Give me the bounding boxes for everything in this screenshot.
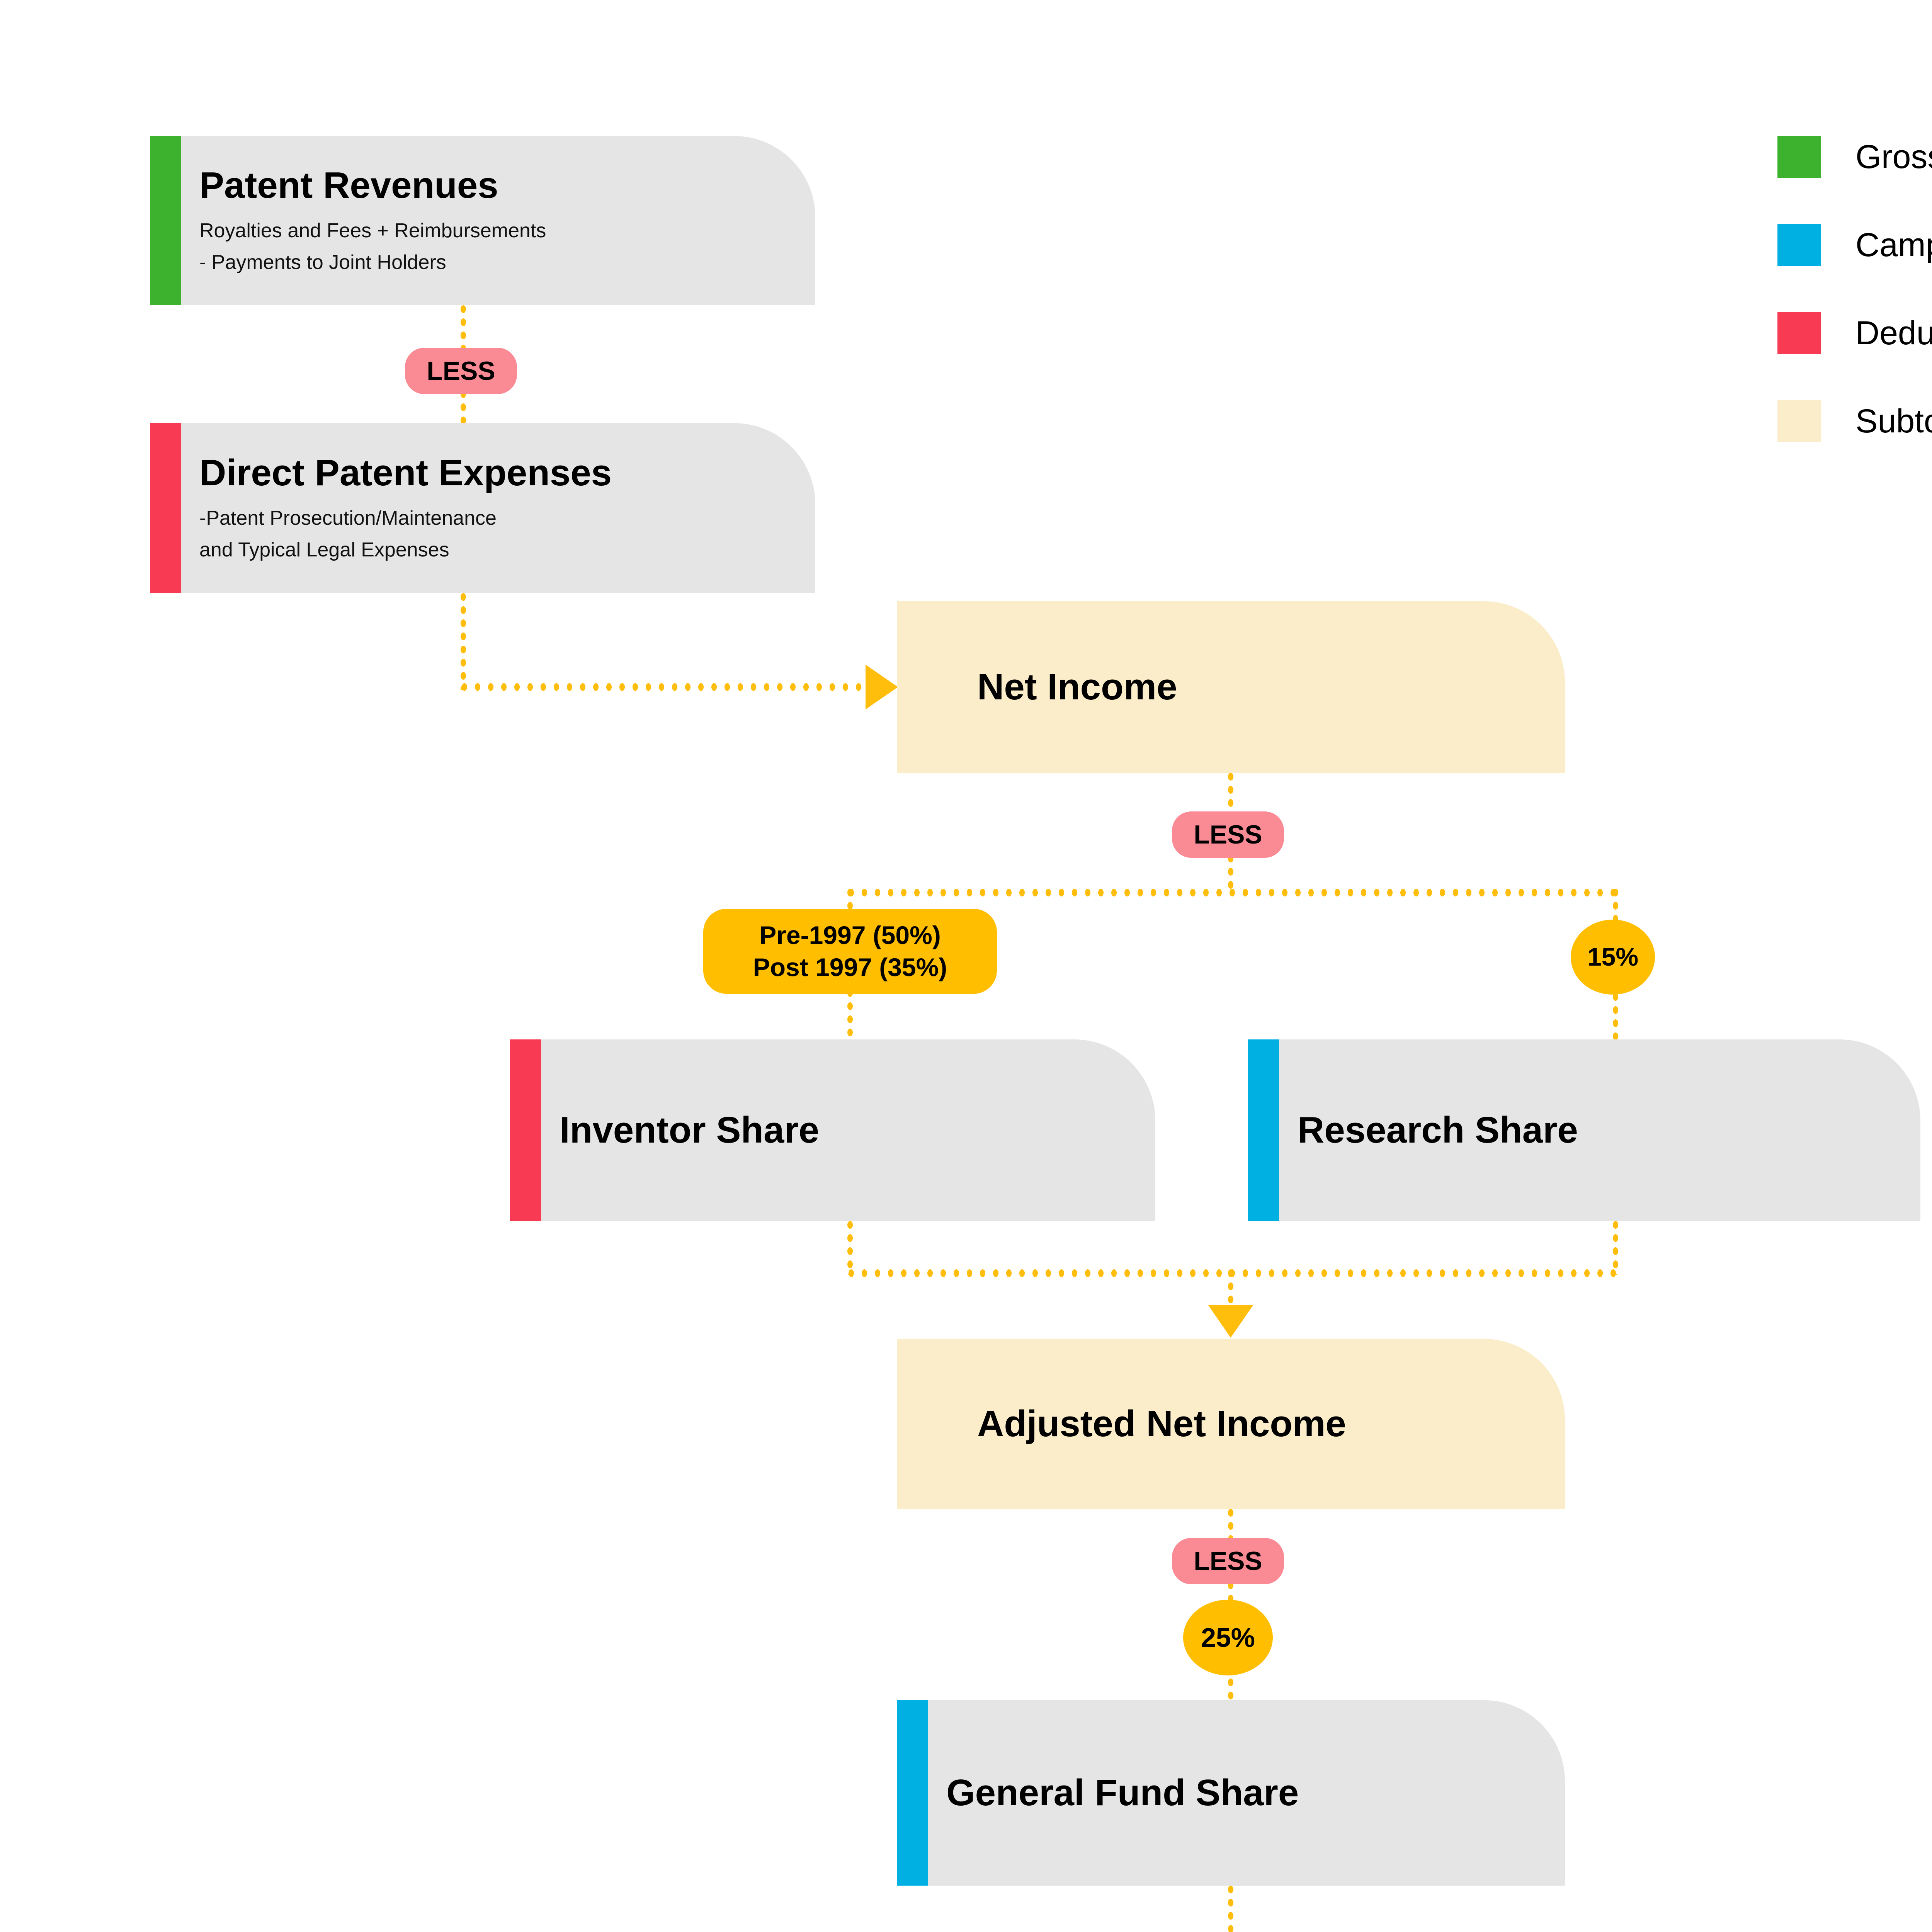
connector-research-down [1613, 1221, 1618, 1275]
badge-inventor-share-rate: Pre-1997 (50%) Post 1997 (35%) [703, 909, 997, 994]
legend-item-subtotal: Subtotal [1777, 400, 1932, 442]
node-body [181, 136, 815, 305]
badge-less-1: LESS [405, 348, 517, 394]
node-text: Direct Patent Expenses -Patent Prosecuti… [150, 452, 635, 565]
category-stripe-campus-income [897, 1700, 928, 1886]
category-stripe-campus-income [1248, 1039, 1279, 1221]
node-text: Net Income [897, 666, 1200, 708]
node-subtitle-line2: - Payments to Joint Holders [199, 251, 446, 274]
legend: Gross Revenue/Income Campus Income Deduc… [1777, 136, 1932, 488]
legend-label: Subtotal [1855, 402, 1932, 440]
node-adjusted-net-income[interactable]: Adjusted Net Income [897, 1339, 1565, 1509]
category-stripe-gross-revenue [150, 136, 181, 305]
legend-label: Deductions/Expenses [1855, 314, 1932, 352]
badge-less-2: LESS [1172, 811, 1284, 858]
arrowhead-into-net-income [866, 665, 898, 709]
node-body [897, 601, 1565, 773]
connector-expenses-down [461, 593, 466, 690]
connector-general-to-less4 [1228, 1886, 1233, 1932]
connector-netincome-to-less2 [1228, 773, 1233, 816]
legend-swatch-campus-income [1777, 224, 1821, 266]
rate-line2: Post 1997 (35%) [753, 953, 947, 981]
badge-less-3: LESS [1172, 1538, 1284, 1584]
node-text: Inventor Share [510, 1109, 842, 1151]
node-title: Direct Patent Expenses [199, 452, 612, 493]
node-subtitle-line2: and Typical Legal Expenses [199, 538, 449, 561]
legend-item-gross-revenue: Gross Revenue/Income [1777, 136, 1932, 178]
legend-item-deductions: Deductions/Expenses [1777, 312, 1932, 354]
node-general-fund-share[interactable]: General Fund Share [897, 1700, 1565, 1886]
connector-inventor-badge-to-box [847, 989, 853, 1043]
node-text: Patent Revenues Royalties and Fees + Rei… [150, 164, 569, 277]
node-body [181, 423, 815, 593]
connector-research-badge-to-box [1613, 993, 1618, 1043]
node-research-share[interactable]: Research Share [1248, 1039, 1920, 1221]
legend-label: Gross Revenue/Income [1855, 138, 1932, 175]
connector-bus-to-adjusted [1228, 1269, 1233, 1306]
node-title: Patent Revenues [199, 164, 498, 206]
legend-label: Campus Income [1855, 226, 1932, 264]
node-patent-revenues[interactable]: Patent Revenues Royalties and Fees + Rei… [150, 136, 815, 305]
badge-research-share-rate: 15% [1571, 920, 1655, 995]
connector-inventor-down [847, 1221, 853, 1275]
node-body [1279, 1039, 1920, 1221]
node-title: Research Share [1298, 1109, 1578, 1151]
category-stripe-deductions [150, 423, 181, 593]
legend-swatch-gross-revenue [1777, 136, 1821, 178]
node-net-income[interactable]: Net Income [897, 601, 1565, 773]
node-text: Adjusted Net Income [897, 1403, 1369, 1445]
connector-expenses-right [461, 683, 870, 691]
node-text: General Fund Share [897, 1772, 1322, 1814]
node-title: Adjusted Net Income [977, 1403, 1346, 1445]
connector-less1-to-expenses [461, 390, 466, 426]
category-stripe-deductions [510, 1039, 541, 1221]
node-body [541, 1039, 1155, 1221]
rate-line1: Pre-1997 (50%) [759, 920, 941, 949]
node-subtitle-line1: -Patent Prosecution/Maintenance [199, 507, 497, 530]
node-title: Net Income [977, 666, 1177, 708]
legend-item-campus-income: Campus Income [1777, 224, 1932, 266]
connector-less2-down [1228, 855, 1233, 893]
node-body [928, 1700, 1565, 1886]
arrowhead-into-adjusted-net-income [1208, 1305, 1253, 1338]
node-title: General Fund Share [946, 1772, 1299, 1814]
node-text: Research Share [1248, 1109, 1601, 1151]
legend-swatch-deductions [1777, 312, 1821, 354]
node-direct-patent-expenses[interactable]: Direct Patent Expenses -Patent Prosecuti… [150, 423, 815, 593]
badge-general-fund-share-rate: 25% [1183, 1600, 1273, 1675]
connector-split-bus-top [847, 889, 1618, 896]
node-inventor-share[interactable]: Inventor Share [510, 1039, 1155, 1221]
connector-adjusted-to-less3 [1228, 1509, 1233, 1544]
node-title: Inventor Share [560, 1109, 820, 1151]
connector-revenues-to-less1 [461, 305, 466, 352]
legend-swatch-subtotal [1777, 400, 1821, 442]
node-body [897, 1339, 1565, 1509]
node-subtitle-line1: Royalties and Fees + Reimbursements [199, 219, 546, 242]
